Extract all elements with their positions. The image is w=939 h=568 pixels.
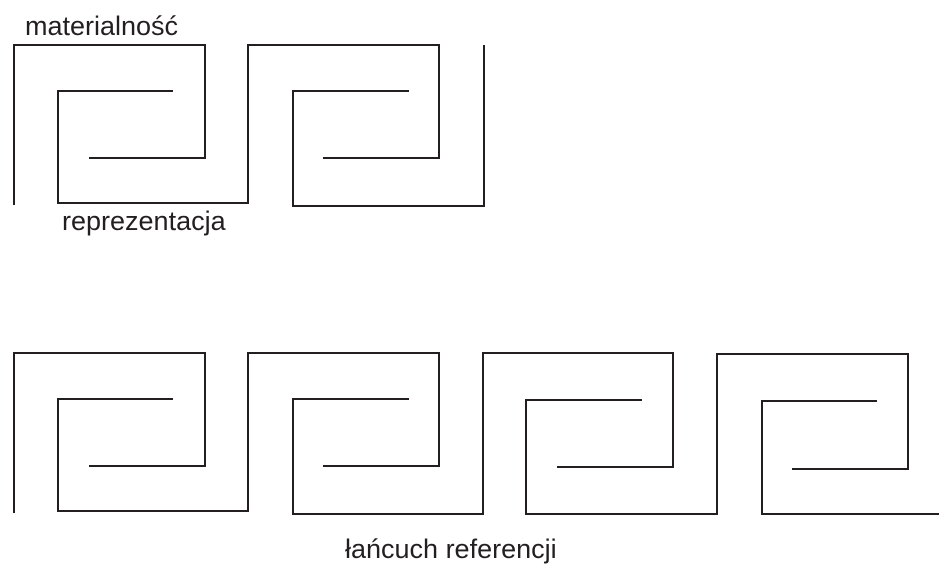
materiality-label: materialność (25, 11, 179, 41)
bottom-meander-pattern (13, 352, 939, 515)
bottom-meander-spiral-4-inner (761, 400, 939, 515)
top-meander-spiral-2-inner (292, 45, 485, 207)
bottom-meander-spiral-1 (13, 352, 206, 513)
top-meander-spiral-1-inner (57, 44, 440, 204)
representation-label: reprezentacja (62, 206, 226, 236)
bottom-meander-spiral-3-inner (525, 353, 909, 515)
top-meander-pattern (13, 44, 485, 207)
bottom-meander-spiral-1-inner (57, 352, 440, 512)
top-meander-spiral-1 (13, 44, 206, 205)
bottom-meander-spiral-2-inner (292, 352, 674, 515)
reference-chain-label: łańcuch referencji (345, 534, 557, 564)
